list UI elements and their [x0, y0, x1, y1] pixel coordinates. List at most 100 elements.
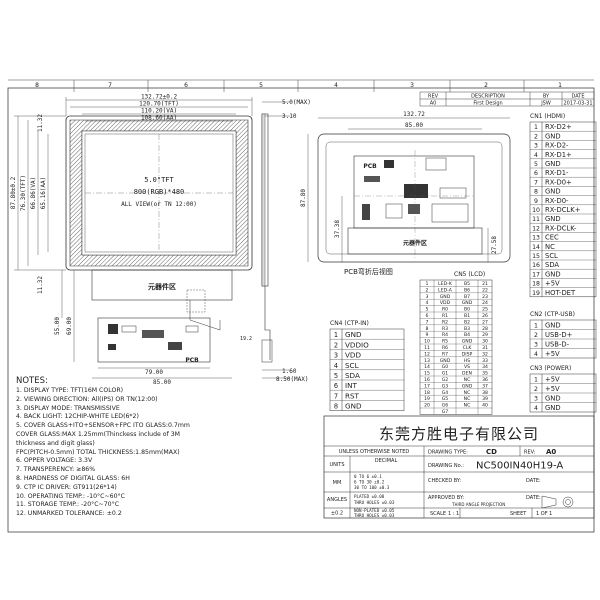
thickness-pcb-max: 8.50(MAX)	[276, 376, 309, 383]
sheet-value: 1 OF 1	[536, 511, 552, 517]
cn5-cell: G4	[442, 390, 449, 396]
sheet-label: SHEET	[510, 511, 527, 517]
company-name: 东莞方胜电子有限公司	[379, 425, 539, 443]
cn5-cell: 23	[482, 294, 488, 300]
pin-number: 15	[532, 253, 540, 260]
cn5-cell: NC	[464, 403, 471, 409]
back-dim-27: 27.58	[491, 236, 498, 254]
cn5-cell: 4	[426, 300, 429, 306]
cn5-cell: 2	[426, 287, 429, 293]
pin-number: 13	[532, 235, 540, 242]
cn3-title: CN3 (POWER)	[530, 365, 571, 372]
dim-55: 55.00	[54, 317, 61, 335]
dim-height-aa: 65.16(AA)	[40, 177, 47, 210]
pin-signal: INT	[345, 381, 357, 390]
rev-label: REV:	[524, 450, 536, 456]
cn5-cell: HS	[464, 358, 470, 364]
note-item: thickness and digit glass)	[16, 439, 95, 447]
note-item: 5. COVER GLASS+ITO+SENSOR+FPC ITO GLASS:…	[16, 422, 190, 430]
cn5-cell: B2	[464, 319, 470, 325]
resolution-label: 800(RGB)*480	[134, 188, 185, 196]
rev-value: A0	[430, 101, 437, 107]
cn5-cell: 6	[426, 313, 429, 319]
cn5-cell: R1	[442, 313, 448, 319]
pin-number: 6	[534, 170, 538, 177]
pin-number: 18	[532, 281, 540, 288]
pin-signal: GND	[545, 395, 561, 403]
cn5-cell: R2	[442, 319, 448, 325]
pin-signal: GND	[545, 270, 561, 278]
back-view: 元器件区 PCB 132.72 85.00 87.80 37.38 27.58 …	[300, 111, 511, 276]
pin-number: 4	[534, 405, 538, 412]
dim-top-gap: 11.32	[37, 114, 44, 132]
mm-label: MM	[333, 480, 342, 486]
back-dim-37: 37.38	[334, 220, 341, 238]
cn5-cell: 16	[424, 377, 430, 383]
cn5-cell: B6	[464, 287, 470, 293]
cn5-cell: GND	[440, 294, 451, 300]
pin-signal: GND	[545, 160, 561, 168]
pin-signal: NC	[545, 243, 555, 251]
cn5-cell: 15	[424, 371, 430, 377]
dim-79: 79.00	[145, 369, 163, 376]
note-item: 3. DISPLAY MODE: TRANSMISSIVE	[16, 404, 120, 412]
pin-number: 19	[532, 290, 540, 297]
projection-label: THIRD ANGLE PROJECTION	[451, 502, 505, 507]
cn4-title: CN4 (CTP-IN)	[330, 320, 369, 327]
dim-bottom-gap: 11.32	[37, 276, 44, 294]
cn5-cell: 35	[482, 371, 488, 377]
cn5-title: CN5 (LCD)	[454, 271, 485, 278]
cn5-cell: 1	[426, 281, 429, 287]
pin-signal: SCL	[545, 252, 558, 260]
cn5-cell: LED-K	[438, 281, 453, 287]
dim-height-tft: 76.30(TFT)	[20, 175, 27, 211]
cn5-cell: 33	[482, 358, 488, 364]
cn5-cell: 22	[482, 287, 488, 293]
cn5-cell: R5	[442, 339, 448, 345]
zone-number: 1	[558, 82, 562, 89]
desc-header: DESCRIPTION	[471, 94, 505, 100]
rev-header: REV	[428, 94, 439, 100]
pin-number: 8	[334, 403, 338, 411]
by-value: JSW	[540, 101, 551, 107]
pin-signal: RX-D0+	[545, 178, 572, 186]
pin-signal: GND	[345, 330, 362, 339]
pin-number: 4	[334, 362, 338, 370]
cn5-cell: 7	[426, 319, 429, 325]
unless-noted: UNLESS OTHERWISE NOTED	[339, 449, 410, 455]
cn5-cell: DISP	[462, 351, 473, 357]
pin-number: 2	[534, 332, 538, 339]
pin-signal: GND	[545, 188, 561, 196]
cn5-cell: 30	[482, 339, 488, 345]
note-item: 10. OPERATING TEMP.: -10°C~60°C	[16, 492, 125, 500]
scale-value: 1 : 1	[448, 511, 459, 517]
note-item: 6. OPPER VOLTAGE: 3.3V	[16, 457, 93, 465]
thru-holes-tol: THRU HOLES ±0.03	[354, 513, 395, 518]
pin-signal: CEC	[545, 234, 559, 242]
non-plated-tol: NON-PLATED ±0.05	[354, 508, 395, 513]
dim-width-overall: 132.72±0.2	[141, 94, 178, 101]
dim-69: 69.00	[66, 317, 73, 335]
cn5-cell: B5	[464, 281, 470, 287]
back-dim-height: 87.80	[300, 189, 307, 207]
cn5-cell: 37	[482, 383, 488, 389]
pin-number: 3	[534, 143, 538, 150]
pin-number: 7	[334, 392, 338, 400]
cn5-cell: 34	[482, 364, 488, 370]
note-item: 1. DISPLAY TYPE: TFT(16M COLOR)	[16, 387, 124, 394]
fold-dim: 19.2	[240, 336, 252, 342]
pin-number: 4	[534, 152, 538, 159]
pin-number: 7	[534, 179, 538, 186]
pin-signal: SDA	[345, 371, 360, 380]
zone-number: 8	[35, 82, 39, 89]
cn5-cell: 39	[482, 396, 488, 402]
cn1-title: CN1 (HDMI)	[530, 113, 565, 120]
drawing-no-value: NC500IN40H19-A	[476, 461, 563, 472]
cn5-cell: 9	[426, 332, 429, 338]
zone-number: 3	[410, 82, 414, 89]
decimal-label: DECIMAL	[375, 458, 398, 464]
pin-number: 5	[534, 161, 538, 168]
